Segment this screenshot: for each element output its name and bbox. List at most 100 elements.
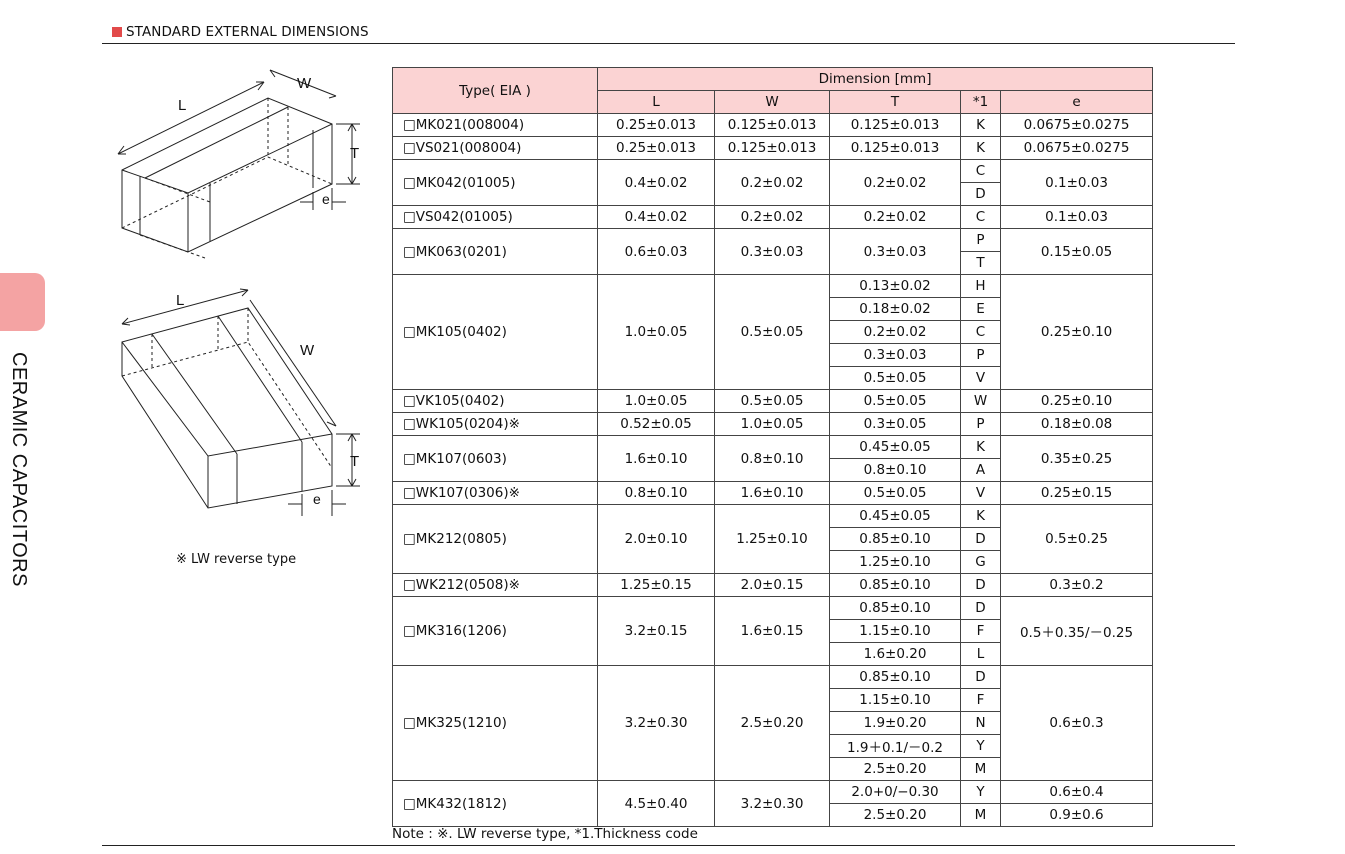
label-e: e [322,191,330,207]
cell-thickness-code: V [960,366,1001,390]
header-thickness-code: *1 [960,90,1001,114]
dimension-table: Type( EIA ) Dimension [mm] L W T *1 e □M… [392,67,1154,827]
label-W: W [297,75,312,92]
cell-l: 3.2±0.30 [597,665,715,781]
cell-thickness-code: C [960,205,1001,229]
cell-type: □WK107(0306)※ [392,481,598,505]
cell-thickness-code: F [960,619,1001,643]
cell-thickness-code: N [960,711,1001,735]
cell-thickness-code: D [960,573,1001,597]
bottom-divider [102,845,1235,846]
cell-e: 0.1±0.03 [999,205,1154,229]
section-title: STANDARD EXTERNAL DIMENSIONS [112,24,369,40]
cell-thickness-code: F [960,688,1001,712]
cell-t: 0.5±0.05 [829,389,961,413]
cell-type: □MK105(0402) [392,274,598,390]
cell-t: 2.5±0.20 [829,757,961,781]
cell-type: □VS042(01005) [392,205,598,229]
header-w: W [714,90,830,114]
cell-t: 0.2±0.02 [829,205,961,229]
cell-e: 0.6±0.4 [999,780,1154,804]
cell-thickness-code: Y [960,734,1001,758]
cell-t: 1.25±0.10 [829,550,961,574]
cell-thickness-code: P [960,228,1001,252]
cell-t: 1.9＋0.1/－0.2 [829,734,961,758]
cell-type: □VK105(0402) [392,389,598,413]
cell-w: 0.5±0.05 [714,274,830,390]
cell-w: 1.6±0.10 [714,481,830,505]
cell-w: 2.0±0.15 [714,573,830,597]
label-L: L [176,292,184,309]
cell-type: □MK325(1210) [392,665,598,781]
side-tab [0,273,45,331]
cell-thickness-code: M [960,803,1001,827]
cell-w: 0.8±0.10 [714,435,830,482]
side-label: CERAMIC CAPACITORS [8,352,30,587]
cell-t: 0.125±0.013 [829,113,961,137]
cell-thickness-code: D [960,596,1001,620]
cell-type: □MK432(1812) [392,780,598,827]
cell-thickness-code: C [960,159,1001,183]
cell-w: 0.125±0.013 [714,113,830,137]
cell-thickness-code: D [960,527,1001,551]
cell-type: □MK107(0603) [392,435,598,482]
header-dimension: Dimension [mm] [596,67,1154,91]
chip-diagram-reverse: L W T e [110,278,380,518]
cell-thickness-code: K [960,113,1001,137]
cell-thickness-code: Y [960,780,1001,804]
cell-thickness-code: A [960,458,1001,482]
cell-t: 1.9±0.20 [829,711,961,735]
cell-thickness-code: T [960,251,1001,275]
cell-thickness-code: G [960,550,1001,574]
cell-t: 0.85±0.10 [829,665,961,689]
cell-type: □WK105(0204)※ [392,412,598,436]
cell-t: 1.15±0.10 [829,688,961,712]
footnote: Note : ※. LW reverse type, *1.Thickness … [392,826,698,842]
chip-diagram-standard: L W T e [110,62,380,262]
cell-w: 1.0±0.05 [714,412,830,436]
cell-e: 0.5＋0.35/－0.25 [999,596,1154,666]
label-T: T [350,453,359,470]
cell-l: 1.0±0.05 [597,274,715,390]
cell-t: 0.2±0.02 [829,159,961,206]
header-l: L [597,90,715,114]
cell-l: 0.52±0.05 [597,412,715,436]
cell-t: 0.125±0.013 [829,136,961,160]
title-marker-icon [112,27,122,37]
cell-l: 1.6±0.10 [597,435,715,482]
cell-l: 1.25±0.15 [597,573,715,597]
cell-type: □MK063(0201) [392,228,598,275]
cell-type: □MK021(008004) [392,113,598,137]
chip-outline-reverse [121,307,333,509]
chip-hidden-edges-standard [121,98,333,259]
table-row: T [393,251,1153,275]
cell-thickness-code: K [960,504,1001,528]
label-T: T [350,145,359,162]
cell-w: 0.3±0.03 [714,228,830,275]
cell-t: 0.45±0.05 [829,504,961,528]
cell-t: 0.18±0.02 [829,297,961,321]
cell-l: 0.25±0.013 [597,136,715,160]
header-type: Type( EIA ) [392,67,598,114]
cell-type: □MK316(1206) [392,596,598,666]
cell-l: 0.6±0.03 [597,228,715,275]
section-title-text: STANDARD EXTERNAL DIMENSIONS [126,24,369,40]
label-e: e [313,491,321,507]
cell-t: 1.6±0.20 [829,642,961,666]
cell-w: 0.2±0.02 [714,205,830,229]
cell-l: 3.2±0.15 [597,596,715,666]
cell-t: 0.8±0.10 [829,458,961,482]
